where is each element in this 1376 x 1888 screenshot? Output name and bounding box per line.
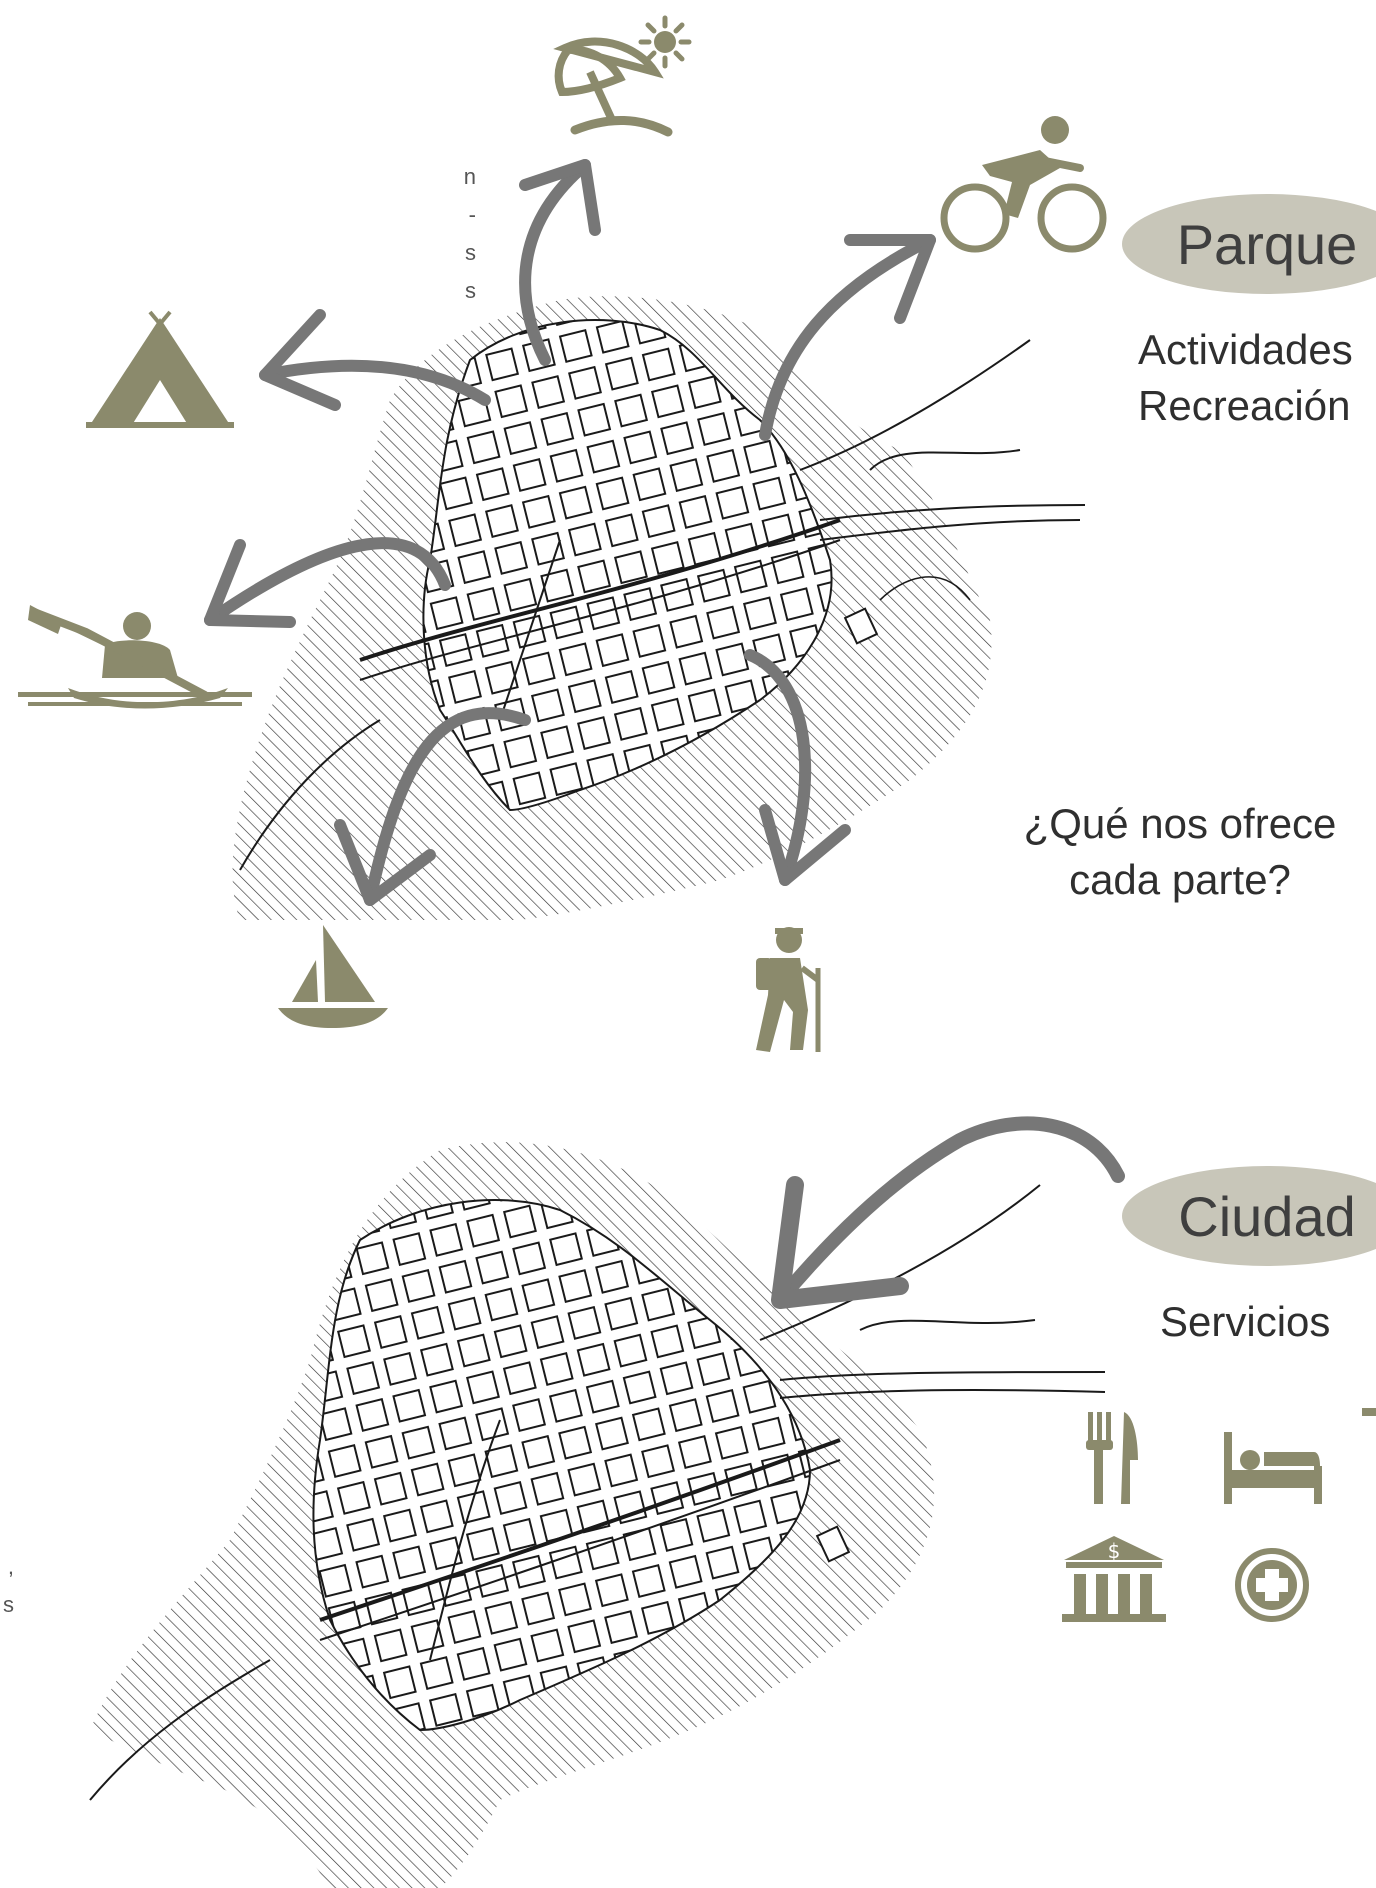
fragment: , (7, 1554, 14, 1579)
beach-umbrella-icon (553, 15, 692, 137)
kayak-icon (18, 605, 252, 709)
main-avenue-edge (359, 539, 841, 681)
sketch-detail (879, 576, 971, 601)
road (799, 339, 1031, 471)
stream (239, 719, 381, 871)
parque-pill: Parque (1122, 194, 1376, 294)
fragment: - (468, 202, 476, 227)
fragment: s (465, 278, 476, 303)
question-text: ¿Qué nos ofrece cada parte? (1010, 796, 1350, 908)
fragment: n (463, 164, 476, 189)
arrow-head (334, 819, 436, 906)
arrow-bottom (771, 1116, 1125, 1309)
town-map-top (232, 296, 1086, 920)
map-urban-grid (312, 1199, 812, 1732)
river-edge (859, 1319, 1036, 1331)
question-line: cada parte? (1069, 856, 1291, 903)
arrows-top (204, 159, 936, 906)
road (779, 1371, 1106, 1381)
river-edge (869, 449, 1021, 471)
bank-icon: $ (1062, 1536, 1166, 1622)
main-avenue (319, 1438, 841, 1622)
cropped-text-bottom-left: , s (0, 1548, 14, 1624)
arrow-to-camping (259, 359, 491, 406)
bed-icon (1224, 1432, 1322, 1504)
sailboat-icon (278, 925, 388, 1028)
arrow-head (519, 159, 601, 236)
building-marker (815, 1525, 851, 1563)
stream (89, 1659, 271, 1801)
arrow-to-beach (519, 159, 591, 366)
hospital-icon (1235, 1548, 1309, 1622)
road (819, 504, 1086, 521)
stream (429, 1419, 501, 1661)
arrow-head (204, 539, 296, 628)
map-urban-grid (422, 319, 833, 812)
arrow-to-city (773, 1116, 1125, 1307)
arrow-to-hiking (744, 649, 812, 886)
stream (499, 539, 561, 721)
activity-label: Actividades (1138, 326, 1353, 373)
arrow-head (759, 804, 851, 886)
arrow-head (259, 309, 341, 411)
arrow-head (771, 1176, 909, 1309)
ciudad-pill: Ciudad (1122, 1166, 1376, 1266)
svg-text:$: $ (1108, 1539, 1121, 1563)
main-avenue-edge (319, 1459, 841, 1641)
hiker-icon (756, 927, 821, 1052)
fragment: s (465, 240, 476, 265)
fragment: s (3, 1592, 14, 1617)
activity-label: Recreación (1138, 382, 1351, 429)
arrow-to-kayak (204, 537, 451, 626)
arrow-head (844, 234, 936, 324)
road (779, 1389, 1106, 1399)
question-line: ¿Qué nos ofrece (1023, 800, 1337, 847)
tent-icon (86, 310, 234, 428)
arrow-to-sailing (364, 707, 531, 906)
activities-list: Actividades Recreación (1138, 322, 1353, 434)
road (759, 1184, 1041, 1341)
arrow-to-cycling (759, 234, 936, 441)
services-label: Servicios (1160, 1298, 1331, 1345)
service-icons: $ (1062, 1408, 1376, 1622)
cyclist-icon (940, 116, 1107, 253)
main-avenue (359, 518, 841, 662)
road (819, 519, 1081, 541)
town-map-bottom (89, 1142, 1106, 1888)
building-marker (843, 607, 879, 645)
cropped-service-icon (1362, 1408, 1376, 1416)
restaurant-icon (1086, 1412, 1138, 1504)
